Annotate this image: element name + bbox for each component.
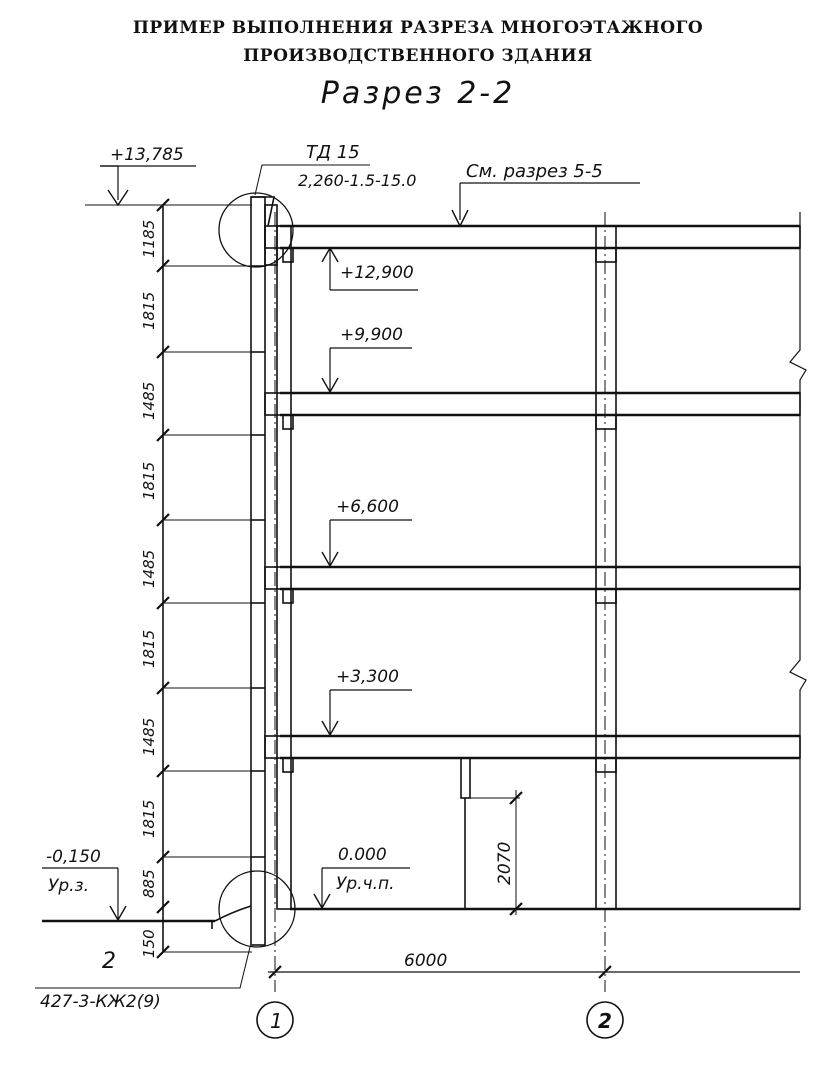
interior-partition — [460, 757, 523, 916]
axis-lines — [274, 212, 606, 992]
dim-extension-lines — [85, 204, 252, 953]
ground-floor — [42, 905, 800, 929]
axis-bubble-2 — [586, 1001, 624, 1039]
level-labels: +13,785 +12,900 +9,900 +6,600 +3,300 0.0… — [46, 145, 414, 896]
slab-floor-4 — [264, 392, 801, 416]
dim-label: 1815 — [140, 800, 158, 838]
column-corbels — [282, 247, 617, 773]
level-floor4-label: +9,900 — [340, 325, 403, 345]
span-dimension — [268, 965, 800, 979]
dim-label: 1485 — [140, 382, 158, 420]
break-lines — [789, 212, 807, 910]
door-height-label: 2070 — [495, 842, 515, 885]
dim-label: 1485 — [140, 718, 158, 756]
axis-1-label: 1 — [270, 1009, 283, 1033]
level-top-label: +13,785 — [110, 145, 184, 165]
vertical-dimension-chain — [85, 198, 252, 959]
dim-label: 1185 — [140, 220, 158, 258]
dim-label: 1815 — [140, 462, 158, 500]
span-dimension-label: 6000 — [404, 951, 447, 971]
level-floor2-label: +3,300 — [336, 667, 399, 687]
footing-ref-label: 427-3-КЖ2(9) — [40, 992, 161, 1012]
detail-code-label: ТД 15 — [306, 142, 360, 163]
outer-wall — [250, 196, 278, 946]
detail-callouts — [35, 164, 370, 989]
dim-label: 1485 — [140, 550, 158, 588]
level-roof-label: +12,900 — [340, 263, 414, 283]
level-ground-label: 0.000 — [338, 845, 387, 865]
dim-label: 150 — [140, 929, 158, 958]
wall-panel-column — [250, 196, 266, 946]
level-grade-label: -0,150 — [46, 847, 101, 867]
level-ground-note: Ур.ч.п. — [336, 874, 395, 894]
axis-bubble-1 — [256, 1001, 294, 1039]
dim-label: 885 — [140, 869, 158, 898]
detail-circle-bottom — [218, 870, 296, 948]
slab-floor-2 — [264, 735, 801, 759]
axis-bubbles — [256, 1001, 624, 1039]
blind-area — [214, 905, 252, 922]
see-section-label: См. разрез 5-5 — [466, 161, 603, 182]
note-labels: ТД 15 2,260-1.5-15.0 См. разрез 5-5 427-… — [40, 142, 603, 1012]
axis-2-label: 2 — [598, 1009, 612, 1033]
detail-ref-label: 2,260-1.5-15.0 — [298, 171, 416, 190]
section-mark-label: 2 — [102, 949, 116, 974]
level-floor3-label: +6,600 — [336, 497, 399, 517]
section-title: Разрез 2-2 — [320, 76, 516, 111]
title-line-1: ПРИМЕР ВЫПОЛНЕНИЯ РАЗРЕЗА МНОГОЭТАЖНОГО — [132, 18, 704, 38]
title-line-2: ПРОИЗВОДСТВЕННОГО ЗДАНИЯ — [243, 46, 593, 66]
vertical-dimension-labels: 1185 1815 1485 1815 1485 1815 1485 1815 … — [140, 220, 158, 958]
dim-label: 1815 — [140, 630, 158, 668]
dim-label: 1815 — [140, 292, 158, 330]
detail-circle-top — [218, 192, 294, 268]
level-markers — [42, 165, 640, 922]
level-grade-note: Ур.з. — [48, 876, 89, 896]
slab-floor-3 — [264, 566, 801, 590]
parapet-cap — [251, 196, 275, 227]
roof-slab — [264, 225, 801, 249]
